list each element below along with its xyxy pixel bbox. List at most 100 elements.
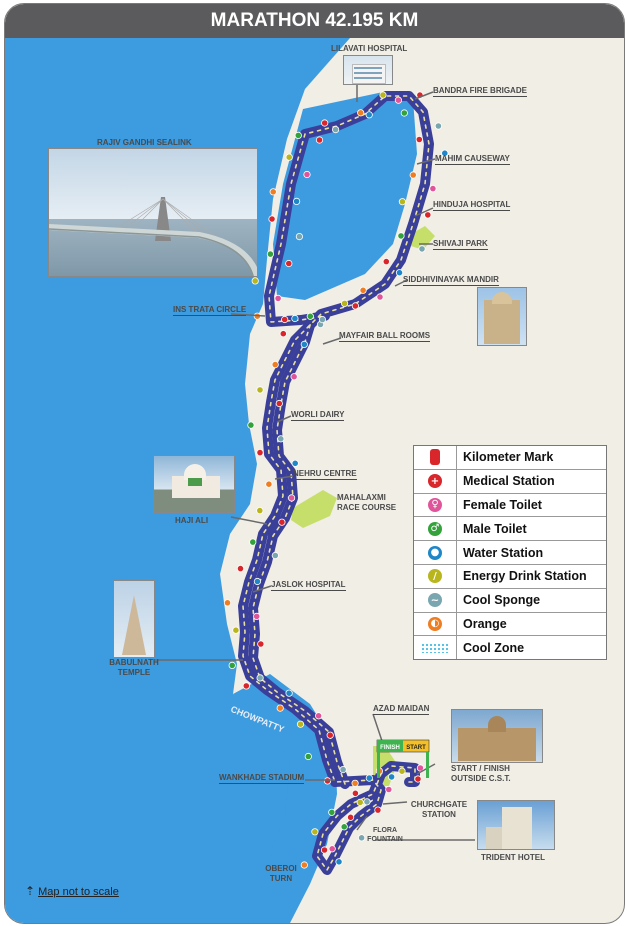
legend-row: Kilometer Mark bbox=[414, 446, 606, 470]
station-marker bbox=[253, 577, 261, 586]
station-marker bbox=[278, 518, 286, 526]
station-marker bbox=[351, 302, 359, 310]
label-azad: AZAD MAIDAN bbox=[373, 704, 430, 715]
station-marker bbox=[318, 315, 326, 324]
page-title: MARATHON 42.195 KM bbox=[5, 4, 624, 38]
cool-zone-icon bbox=[421, 642, 449, 653]
station-marker bbox=[335, 858, 343, 866]
station-marker bbox=[251, 277, 259, 285]
station-marker bbox=[285, 259, 293, 268]
legend-row: / Energy Drink Station bbox=[414, 564, 606, 589]
station-marker bbox=[290, 373, 298, 381]
male-toilet-icon: ♂ bbox=[428, 521, 442, 536]
station-markers bbox=[223, 91, 449, 869]
label-mahim: MAHIM CAUSEWAY bbox=[435, 154, 510, 165]
legend-row: ◐ Orange bbox=[414, 612, 606, 637]
station-marker bbox=[416, 764, 424, 772]
station-marker bbox=[256, 448, 264, 457]
female-toilet-icon: ♀ bbox=[428, 497, 442, 512]
station-marker bbox=[415, 135, 423, 144]
station-marker bbox=[376, 293, 384, 301]
station-marker bbox=[279, 330, 287, 338]
station-marker bbox=[424, 211, 432, 219]
cst-photo bbox=[451, 709, 543, 763]
station-marker bbox=[414, 775, 422, 783]
lilavati-hospital-photo bbox=[343, 55, 393, 85]
legend-row: ~ Cool Sponge bbox=[414, 588, 606, 613]
scale-note-text: Map not to scale bbox=[38, 886, 119, 898]
station-marker bbox=[300, 340, 308, 348]
cool-sponge-icon: ~ bbox=[428, 593, 442, 608]
station-marker bbox=[296, 720, 305, 728]
legend-label: Water Station bbox=[463, 545, 544, 560]
label-wankhade: WANKHADE STADIUM bbox=[219, 773, 305, 784]
station-marker bbox=[257, 640, 265, 648]
station-marker bbox=[276, 704, 284, 712]
siddhivinayak-photo bbox=[477, 287, 527, 346]
back-bay bbox=[233, 674, 337, 923]
label-nehru: NEHRU CENTRE bbox=[293, 469, 357, 480]
medical-station-icon: + bbox=[428, 474, 442, 489]
label-sealink: RAJIV GANDHI SEALINK bbox=[97, 138, 192, 147]
station-marker bbox=[340, 823, 348, 831]
energy-drink-icon: / bbox=[428, 569, 442, 584]
station-marker bbox=[314, 712, 323, 720]
station-marker bbox=[265, 480, 273, 488]
legend-label: Cool Zone bbox=[463, 640, 525, 655]
label-flora: FLORA FOUNTAIN bbox=[367, 827, 403, 843]
station-marker bbox=[291, 459, 299, 467]
station-marker bbox=[379, 91, 387, 99]
station-marker bbox=[409, 171, 417, 179]
station-marker bbox=[281, 315, 289, 324]
legend-label: Cool Sponge bbox=[463, 593, 541, 608]
station-marker bbox=[356, 798, 364, 807]
legend-row: ♂ Male Toilet bbox=[414, 517, 606, 542]
map-frame: FINISH START MARATHON 42.195 KM bbox=[4, 3, 625, 924]
sealink-photo bbox=[48, 148, 258, 277]
station-marker bbox=[326, 731, 334, 739]
legend-row: ♀ Female Toilet bbox=[414, 493, 606, 518]
station-marker bbox=[400, 109, 408, 117]
station-marker bbox=[292, 197, 301, 205]
station-marker bbox=[295, 233, 303, 241]
legend-label: Male Toilet bbox=[463, 521, 527, 536]
mahalaxmi-race-course bbox=[291, 490, 337, 528]
station-marker bbox=[346, 813, 355, 821]
shivaji-park bbox=[411, 226, 435, 250]
station-marker bbox=[339, 765, 347, 774]
station-marker bbox=[247, 421, 255, 429]
station-marker bbox=[294, 131, 302, 139]
label-oberoi: OBEROI TURN bbox=[265, 864, 297, 883]
station-marker bbox=[291, 314, 299, 323]
legend-row: Cool Zone bbox=[414, 636, 606, 660]
kilometer-mark-icon bbox=[430, 449, 440, 466]
station-marker bbox=[328, 845, 336, 853]
legend-label: Orange bbox=[463, 616, 507, 631]
station-marker bbox=[236, 564, 245, 573]
station-marker bbox=[365, 774, 373, 782]
station-marker bbox=[268, 215, 276, 223]
north-arrow-icon: ⇡ bbox=[25, 884, 36, 898]
station-marker bbox=[351, 789, 359, 797]
label-ins-trata: INS TRATA CIRCLE bbox=[173, 305, 247, 316]
station-marker bbox=[394, 96, 402, 104]
label-churchgate: CHURCHGATE STATION bbox=[410, 800, 468, 819]
station-marker bbox=[228, 661, 236, 670]
station-marker bbox=[365, 111, 373, 119]
label-hinduja: HINDUJA HOSPITAL bbox=[433, 200, 511, 211]
station-marker bbox=[385, 785, 393, 794]
station-marker bbox=[398, 198, 406, 206]
station-marker bbox=[441, 149, 449, 157]
label-trident: TRIDENT HOTEL bbox=[481, 853, 545, 862]
station-marker bbox=[256, 674, 264, 682]
station-marker bbox=[357, 834, 366, 842]
station-marker bbox=[256, 386, 264, 394]
station-marker bbox=[256, 506, 264, 515]
station-marker bbox=[303, 170, 311, 179]
station-marker bbox=[285, 689, 293, 697]
station-marker bbox=[387, 773, 396, 781]
start-label: START bbox=[406, 745, 426, 751]
scale-note: ⇡ Map not to scale bbox=[25, 884, 119, 898]
orange-icon: ◐ bbox=[428, 616, 442, 631]
station-marker bbox=[223, 599, 232, 607]
